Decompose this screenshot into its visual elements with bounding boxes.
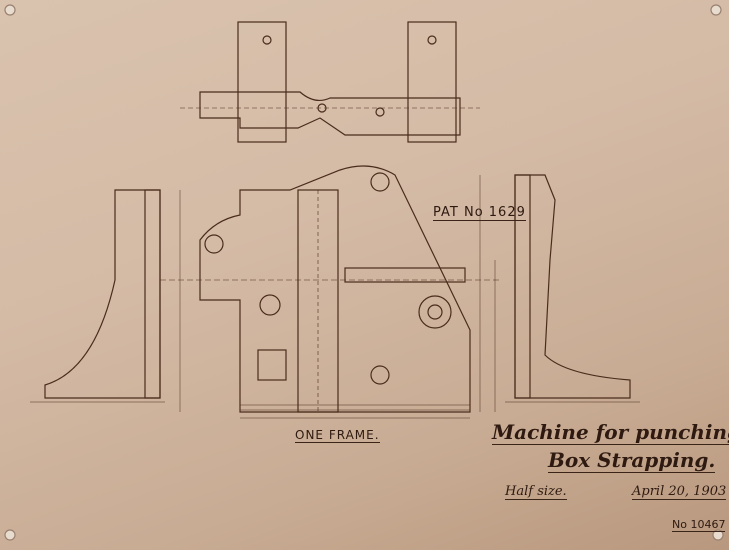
drawing-number: No 10467	[672, 518, 726, 532]
dimension-lines	[179, 175, 496, 419]
front-view	[160, 165, 500, 413]
top-view	[180, 21, 480, 143]
title-line-1: Machine for punching	[492, 420, 729, 445]
pin-hole	[4, 4, 16, 16]
drawing-date: April 20, 1903	[632, 484, 727, 500]
pin-hole	[4, 529, 16, 541]
pin-hole	[710, 4, 722, 16]
title-line-2: Box Strapping.	[548, 448, 716, 473]
view-label: ONE FRAME.	[295, 428, 380, 443]
pin-hole	[712, 529, 724, 541]
left-view	[30, 189, 165, 403]
scale-note: Half size.	[505, 484, 567, 500]
patent-label: PAT No 1629	[433, 205, 526, 221]
right-view	[505, 174, 640, 403]
